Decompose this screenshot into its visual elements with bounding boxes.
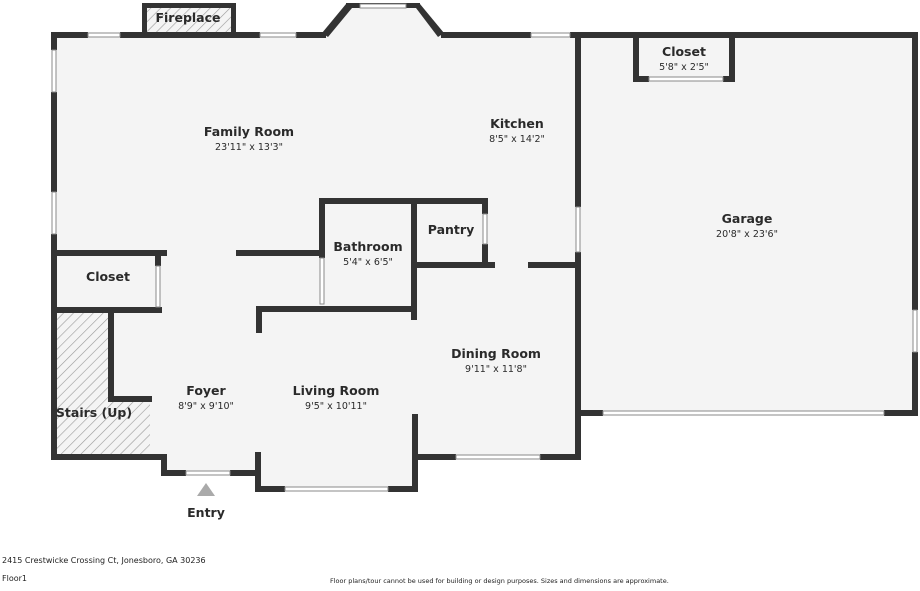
kitchen-name: Kitchen bbox=[490, 116, 544, 131]
garage-name: Garage bbox=[722, 211, 773, 226]
stairs-landing bbox=[111, 313, 151, 399]
hall-closet-name: Closet bbox=[86, 269, 130, 284]
address-text: 2415 Crestwicke Crossing Ct, Jonesboro, … bbox=[2, 556, 206, 565]
floor-label: Floor1 bbox=[2, 574, 27, 583]
floor-area bbox=[55, 6, 915, 488]
bathroom-dims: 5'4" x 6'5" bbox=[343, 257, 393, 268]
garage-closet-dims: 5'8" x 2'5" bbox=[659, 62, 709, 73]
kitchen-dims: 8'5" x 14'2" bbox=[489, 134, 545, 145]
family-room-dims: 23'11" x 13'3" bbox=[215, 142, 283, 153]
foyer-name: Foyer bbox=[186, 383, 226, 398]
fireplace bbox=[142, 3, 236, 34]
garage-closet-name: Closet bbox=[662, 44, 706, 59]
family-room-name: Family Room bbox=[204, 124, 294, 139]
windows bbox=[51, 3, 918, 492]
entry-label: Entry bbox=[187, 505, 225, 520]
living-room-dims: 9'5" x 10'11" bbox=[305, 401, 367, 412]
disclaimer-text: Floor plans/tour cannot be used for buil… bbox=[330, 577, 669, 585]
entry-arrow-icon bbox=[197, 483, 215, 496]
garage-dims: 20'8" x 23'6" bbox=[716, 229, 778, 240]
stairs-name: Stairs (Up) bbox=[56, 405, 132, 420]
living-room-name: Living Room bbox=[293, 383, 380, 398]
foyer-dims: 8'9" x 9'10" bbox=[178, 401, 234, 412]
fireplace-label: Fireplace bbox=[155, 10, 220, 25]
dining-room-dims: 9'11" x 11'8" bbox=[465, 364, 527, 375]
pantry-name: Pantry bbox=[428, 222, 474, 237]
dining-room-name: Dining Room bbox=[451, 346, 541, 361]
bathroom-name: Bathroom bbox=[333, 239, 402, 254]
